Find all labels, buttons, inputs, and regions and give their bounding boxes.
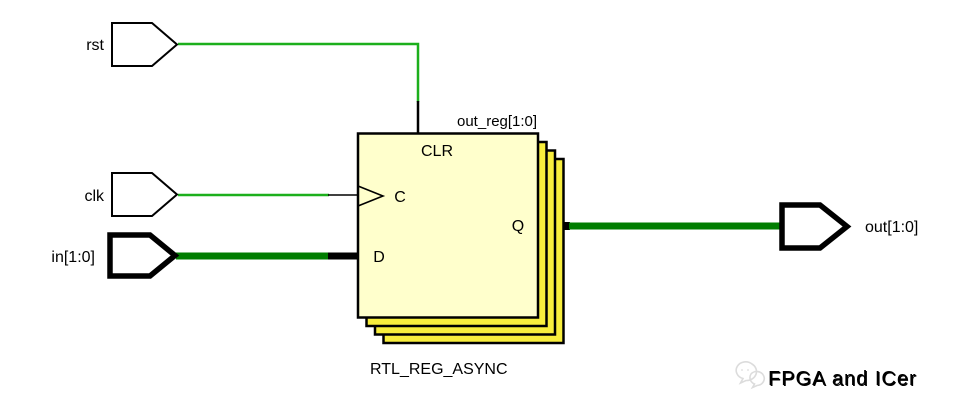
watermark: FPGA and ICer FPGA and ICer <box>735 361 918 391</box>
watermark-text-highlight: FPGA and ICer <box>769 369 918 391</box>
port-clk[interactable] <box>111 172 179 217</box>
net-rst[interactable] <box>178 42 420 102</box>
port-rst[interactable] <box>111 22 179 67</box>
pin-label-clr: CLR <box>421 143 453 160</box>
register-type-label: RTL_REG_ASYNC <box>370 361 508 378</box>
port-label-out: out[1:0] <box>865 219 918 236</box>
port-label-clk: clk <box>84 188 105 205</box>
pin-label-d: D <box>373 249 385 266</box>
port-out-bus[interactable] <box>779 202 852 251</box>
watermark-text: FPGA and ICer <box>768 368 917 390</box>
register-block[interactable]: CLR C D Q <box>356 132 565 345</box>
register-instance-label: out_reg[1:0] <box>457 113 537 130</box>
pin-label-c: C <box>394 189 406 206</box>
port-label-in: in[1:0] <box>51 249 95 266</box>
port-label-rst: rst <box>86 37 104 54</box>
pin-label-q: Q <box>512 218 524 235</box>
port-in-bus[interactable] <box>107 232 180 279</box>
register-body[interactable] <box>356 132 540 319</box>
chat-bubbles-icon <box>735 361 765 390</box>
clock-edge-icon <box>357 185 386 207</box>
